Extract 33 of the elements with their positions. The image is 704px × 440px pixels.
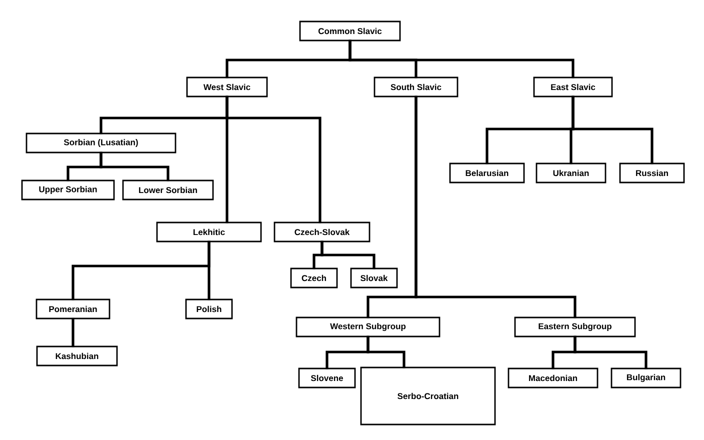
tree-connector xyxy=(226,96,322,224)
language-box: Slovene xyxy=(298,368,356,388)
language-box: Serbo-Croatian xyxy=(360,366,496,426)
language-box: East Slavic xyxy=(533,76,613,98)
language-box: Macedonian xyxy=(508,368,598,388)
language-box: Polish xyxy=(185,298,233,320)
tree-connector xyxy=(414,96,576,318)
language-box: Czech-Slovak xyxy=(274,222,370,242)
tree-connector xyxy=(100,152,170,182)
language-box: Belarusian xyxy=(449,162,525,184)
language-box: South Slavic xyxy=(374,76,458,98)
tree-connector xyxy=(574,336,648,370)
tree-connector xyxy=(72,318,74,348)
language-box: Russian xyxy=(619,162,685,184)
language-box: Ukranian xyxy=(536,162,606,184)
tree-connector xyxy=(572,96,654,164)
language-box: Bulgarian xyxy=(610,368,682,388)
language-box: Kashubian xyxy=(36,346,118,366)
language-box: Czech xyxy=(290,268,338,288)
language-box: Upper Sorbian xyxy=(21,180,115,200)
tree-connector xyxy=(320,240,376,270)
language-box: Lower Sorbian xyxy=(122,180,214,200)
language-box: Common Slavic xyxy=(299,20,401,42)
language-box: Eastern Subgroup xyxy=(514,316,636,338)
language-box: Sorbian (Lusatian) xyxy=(26,132,176,154)
tree-connector xyxy=(208,240,210,300)
language-box: Pomeranian xyxy=(36,298,110,320)
tree-connector xyxy=(348,40,574,78)
language-box: Western Subgroup xyxy=(296,316,440,338)
language-box: West Slavic xyxy=(186,76,268,98)
tree-connector xyxy=(366,336,406,368)
language-box: Slovak xyxy=(350,268,398,288)
language-box: Lekhitic xyxy=(156,222,262,242)
